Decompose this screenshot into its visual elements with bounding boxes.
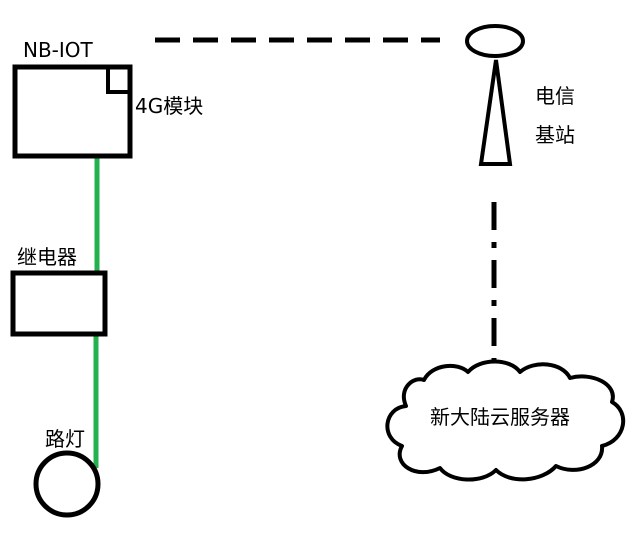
streetlight-lamp [33, 450, 101, 518]
cloud-server-label: 新大陆云服务器 [430, 405, 570, 429]
module-4g-label: 4G模块 [135, 94, 203, 118]
streetlight-label: 路灯 [45, 427, 85, 451]
telecom-label: 电信 [535, 84, 575, 108]
module-corner-notch [106, 67, 130, 94]
relay-label: 继电器 [17, 245, 77, 269]
base-station-label: 基站 [535, 123, 575, 147]
station-antenna-top [465, 24, 525, 58]
cloud-server-shape [385, 359, 626, 482]
nbiot-4g-module-box [12, 64, 133, 159]
base-station-tower [478, 59, 513, 166]
nbiot-label: NB-IOT [23, 38, 94, 62]
relay-box [10, 270, 108, 337]
